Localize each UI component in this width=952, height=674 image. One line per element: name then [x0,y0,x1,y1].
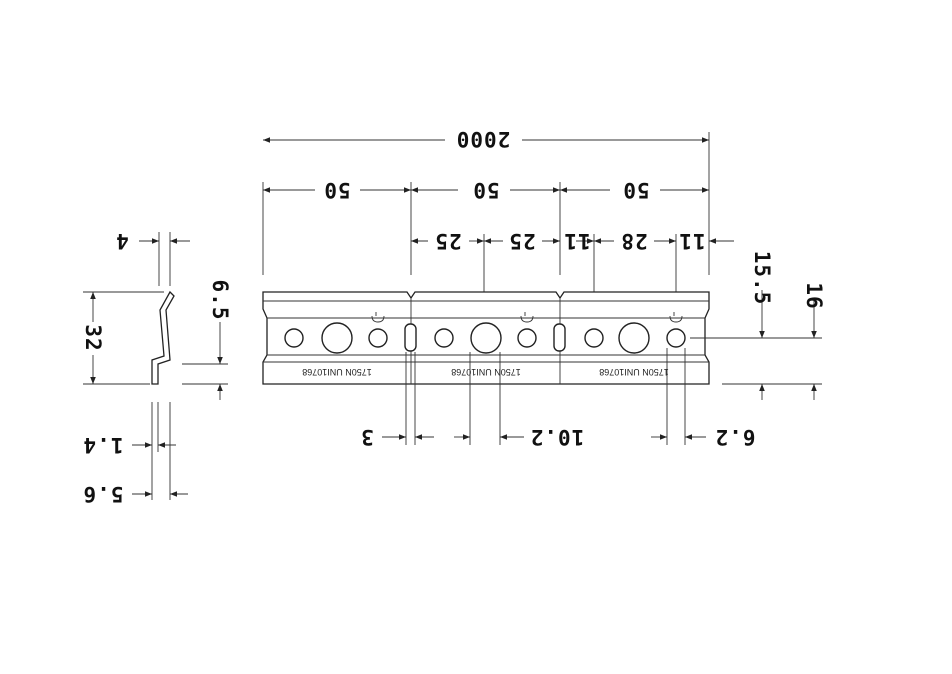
profile-depth-dimension: 6.5 [182,280,232,400]
slot-width-label: 3 [360,425,374,449]
stamp-text-2: 1750N UNI10768 [451,367,521,377]
small-hole-6 [666,328,686,348]
profile-depth-label: 6.5 [208,280,232,321]
large-hole-diameter-label: 10.2 [530,425,585,449]
large-hole-2 [470,322,502,354]
pitch-label-3: 50 [622,178,649,202]
hole-spacing-label-2: 25 [508,229,535,253]
rail-height-label: 16 [802,282,826,309]
width-label: 5.6 [83,482,124,506]
hole-spacing-label-4: 28 [620,229,647,253]
slot-2 [553,323,566,352]
hole-height-label: 15.5 [750,251,774,306]
hole-spacing-label-1: 25 [434,229,461,253]
width-dimension: 5.6 [83,402,188,506]
pitch-label-2: 50 [472,178,499,202]
stamp-text-3: 1750N UNI10768 [599,367,669,377]
profile-top-offset-label: 4 [115,229,129,253]
pitch-label-1: 50 [323,178,350,202]
hook-mark-2 [520,312,534,323]
small-hole-3 [434,328,454,348]
rail-height-dimension: 16 [720,282,826,400]
profile-section [151,290,175,385]
hole-spacing-label-5: 11 [678,229,705,253]
total-length-label: 2000 [456,127,511,151]
slot-width-dimension: 3 [360,352,434,449]
small-hole-diameter-dimension: 6.2 [651,348,755,449]
hole-height-dimension: 15.5 [690,251,790,400]
small-hole-diameter-label: 6.2 [715,425,756,449]
hole-spacing-dimension-row: 25 25 11 28 11 [411,229,734,325]
hook-mark-1 [371,312,385,323]
small-hole-1 [284,328,304,348]
large-hole-1 [321,322,353,354]
slot-1 [404,323,417,352]
profile-height-label: 32 [81,324,105,351]
small-hole-5 [584,328,604,348]
small-hole-2 [368,328,388,348]
hole-spacing-label-3: 11 [563,229,590,253]
small-hole-4 [517,328,537,348]
rail-side-profile [151,290,175,385]
thickness-dimension: 1.4 [83,402,176,500]
large-hole-diameter-dimension: 10.2 [454,352,584,449]
total-length-dimension: 2000 [263,127,710,275]
thickness-label: 1.4 [83,433,124,457]
profile-top-offset-dimension: 4 [115,229,190,286]
stamp-text-1: 1750N UNI10768 [302,367,372,377]
pitch-dimension-row: 50 50 50 [262,178,709,275]
hook-mark-3 [669,312,683,323]
rail-front-view: 1750N UNI10768 1750N UNI10768 1750N UNI1… [262,291,710,385]
profile-height-dimension: 32 [81,291,164,385]
large-hole-3 [618,322,650,354]
